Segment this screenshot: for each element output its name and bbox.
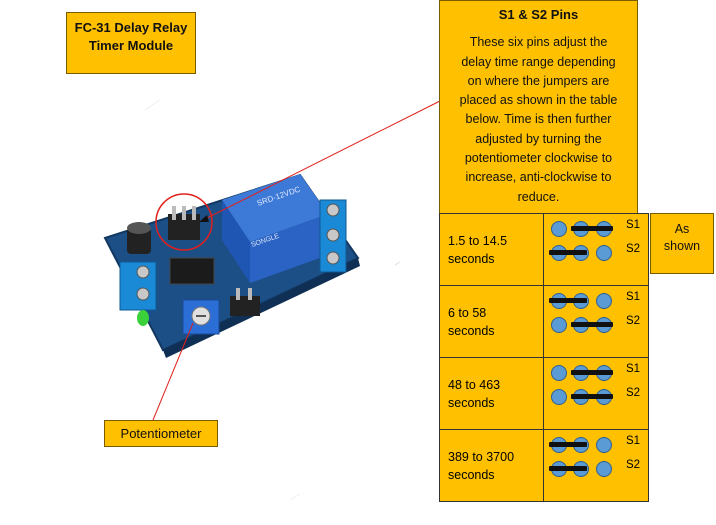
left-terminal-block: [119, 261, 157, 311]
time-range-text: 48 to 463: [448, 377, 501, 392]
jumper-bar: [549, 442, 587, 447]
pins-heading: S1 & S2 Pins: [498, 7, 579, 22]
jumper-highlight-circle: [155, 193, 213, 251]
led: [137, 310, 149, 326]
pins-text-line: placed as shown in the table: [459, 93, 618, 108]
time-range-text: seconds: [448, 323, 495, 338]
pin-icon: [551, 389, 567, 405]
s2-pin-row: S2: [549, 459, 647, 477]
title-callout: FC-31 Delay Relay Timer Module: [66, 12, 196, 74]
potentiometer-component: [182, 299, 220, 335]
jumper-bar: [571, 226, 613, 231]
s2-pin-row: S2: [549, 387, 647, 405]
time-range-cell: 6 to 58 seconds: [439, 285, 544, 358]
s1-pin-row: S1: [549, 363, 647, 381]
pins-text-line: These six pins adjust the: [469, 35, 608, 50]
pin-icon: [551, 317, 567, 333]
relay-component: SRD-12VDC SONGLE: [222, 174, 328, 283]
time-range-text: 6 to 58: [448, 305, 487, 320]
jumper-header: [168, 206, 200, 240]
pin-icon: [596, 293, 612, 309]
title-line-2: Timer Module: [88, 38, 174, 53]
s2-label: S2: [626, 243, 641, 255]
potentiometer-pointer-line: [152, 322, 194, 421]
s2-pin-row: S2: [549, 243, 647, 261]
pins-text-line: delay time range depending: [461, 54, 616, 69]
s1-label: S1: [626, 291, 641, 303]
pin-icon: [551, 365, 567, 381]
jumper-bar: [571, 370, 613, 375]
pins-text-line: increase, anti-clockwise to: [465, 170, 612, 185]
time-range-text: 1.5 to 14.5: [448, 233, 508, 248]
jumper-bar: [549, 250, 587, 255]
s2-label: S2: [626, 387, 641, 399]
pins-text-line: potentiometer clockwise to: [464, 151, 613, 166]
s1-pin-row: S1: [549, 435, 647, 453]
right-terminal-block: [319, 199, 347, 273]
as-shown-callout: As shown: [650, 213, 714, 274]
time-range-text: seconds: [448, 395, 495, 410]
pin-header: [230, 288, 260, 316]
time-range-text: seconds: [448, 467, 495, 482]
pins-text-line: reduce.: [517, 189, 560, 204]
jumper-bar: [549, 298, 587, 303]
time-range-cell: 389 to 3700 seconds: [439, 429, 544, 502]
capacitor: [127, 222, 151, 254]
pin-icon: [596, 245, 612, 261]
pin-icon: [596, 461, 612, 477]
s1-pin-row: S1: [549, 219, 647, 237]
pins-callout: S1 & S2 Pins These six pins adjust the d…: [439, 0, 638, 214]
as-shown-line-2: shown: [663, 239, 701, 253]
ic-chip: [169, 257, 215, 285]
s2-pin-row: S2: [549, 315, 647, 333]
time-range-cell: 1.5 to 14.5 seconds: [439, 213, 544, 286]
potentiometer-callout: Potentiometer: [104, 420, 218, 447]
pins-text-line: on where the jumpers are: [467, 73, 610, 88]
potentiometer-label: Potentiometer: [120, 426, 202, 441]
s2-label: S2: [626, 459, 641, 471]
s1-label: S1: [626, 363, 641, 375]
pin-icon: [596, 437, 612, 453]
pins-text-line: adjusted by turning the: [475, 131, 602, 146]
time-range-text: 389 to 3700: [448, 449, 515, 464]
s2-label: S2: [626, 315, 641, 327]
s1-pin-row: S1: [549, 291, 647, 309]
s1-label: S1: [626, 435, 641, 447]
pin-icon: [551, 221, 567, 237]
s1-label: S1: [626, 219, 641, 231]
time-range-text: seconds: [448, 251, 495, 266]
time-range-cell: 48 to 463 seconds: [439, 357, 544, 430]
pins-text-line: below. Time is then further: [465, 112, 612, 127]
jumper-bar: [571, 322, 613, 327]
jumper-bar: [549, 466, 587, 471]
as-shown-line-1: As: [674, 222, 690, 236]
jumper-bar: [571, 394, 613, 399]
title-line-1: FC-31 Delay Relay: [74, 20, 188, 35]
pins-pointer-line: [200, 100, 441, 222]
